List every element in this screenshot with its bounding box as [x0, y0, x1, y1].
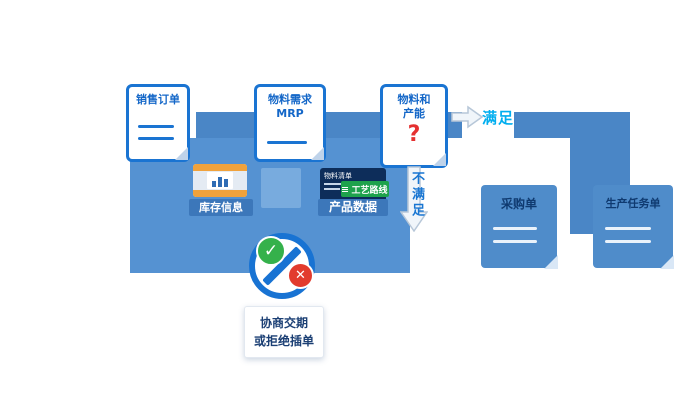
- page-fold-icon: [544, 255, 558, 269]
- doc-text-line: [324, 183, 346, 185]
- satisfied-label: 满足: [482, 109, 515, 127]
- routing-tag: 工艺路线: [341, 181, 389, 197]
- bom-tag-label: 物料清单: [324, 172, 352, 180]
- doc-text-line: [267, 141, 307, 144]
- doc-material-capacity: 物料和 产能 ?: [380, 84, 448, 168]
- routing-tag-label: 工艺路线: [351, 185, 388, 196]
- page-fold-icon: [660, 255, 674, 269]
- not-satisfied-label: 不满足: [409, 171, 424, 219]
- decision-note-line1: 协商交期: [259, 316, 308, 330]
- doc-purchase-order-title: 采购单: [500, 197, 537, 211]
- doc-text-line: [605, 240, 651, 243]
- check-icon: ✓: [256, 236, 286, 266]
- flow-band-right: [514, 112, 630, 138]
- doc-mrp: 物料需求 MRP: [254, 84, 326, 162]
- doc-capacity-title-line2: 产能: [403, 107, 425, 120]
- page-fold-icon: [175, 147, 188, 160]
- inventory-chart-icon: [207, 172, 233, 189]
- doc-sales-order-title: 销售订单: [136, 93, 180, 106]
- warehouse-shelf-bar: [193, 190, 247, 197]
- arrow-down-icon: [400, 166, 428, 232]
- doc-text-line: [138, 137, 174, 140]
- cross-icon: ✕: [287, 262, 314, 289]
- doc-mrp-title-line2: MRP: [276, 107, 304, 120]
- list-icon: [342, 186, 349, 192]
- doc-capacity-title-line1: 物料和: [397, 93, 431, 106]
- warehouse-shelf-bar: [193, 164, 247, 171]
- doc-production-order: 生产任务单: [593, 185, 674, 269]
- question-mark: ?: [407, 122, 421, 147]
- decision-note-line2: 或拒绝插单: [253, 334, 314, 348]
- product-data-label: 产品数据: [318, 199, 388, 216]
- doc-text-line: [138, 125, 174, 128]
- doc-text-line: [605, 227, 651, 230]
- flow-connector: [261, 168, 301, 208]
- page-fold-icon: [433, 153, 446, 166]
- decision-note: 协商交期 或拒绝插单: [244, 306, 324, 358]
- doc-sales-order: 销售订单: [126, 84, 190, 162]
- doc-text-line: [493, 227, 537, 230]
- doc-text-line: [324, 188, 340, 190]
- doc-purchase-order: 采购单: [481, 185, 558, 269]
- inventory-label: 库存信息: [189, 199, 253, 216]
- arrow-right-icon: [451, 105, 483, 129]
- doc-mrp-title-line1: 物料需求: [268, 93, 312, 106]
- doc-text-line: [493, 240, 537, 243]
- warehouse-icon: [193, 164, 247, 197]
- page-fold-icon: [311, 147, 324, 160]
- doc-production-order-title: 生产任务单: [605, 197, 661, 210]
